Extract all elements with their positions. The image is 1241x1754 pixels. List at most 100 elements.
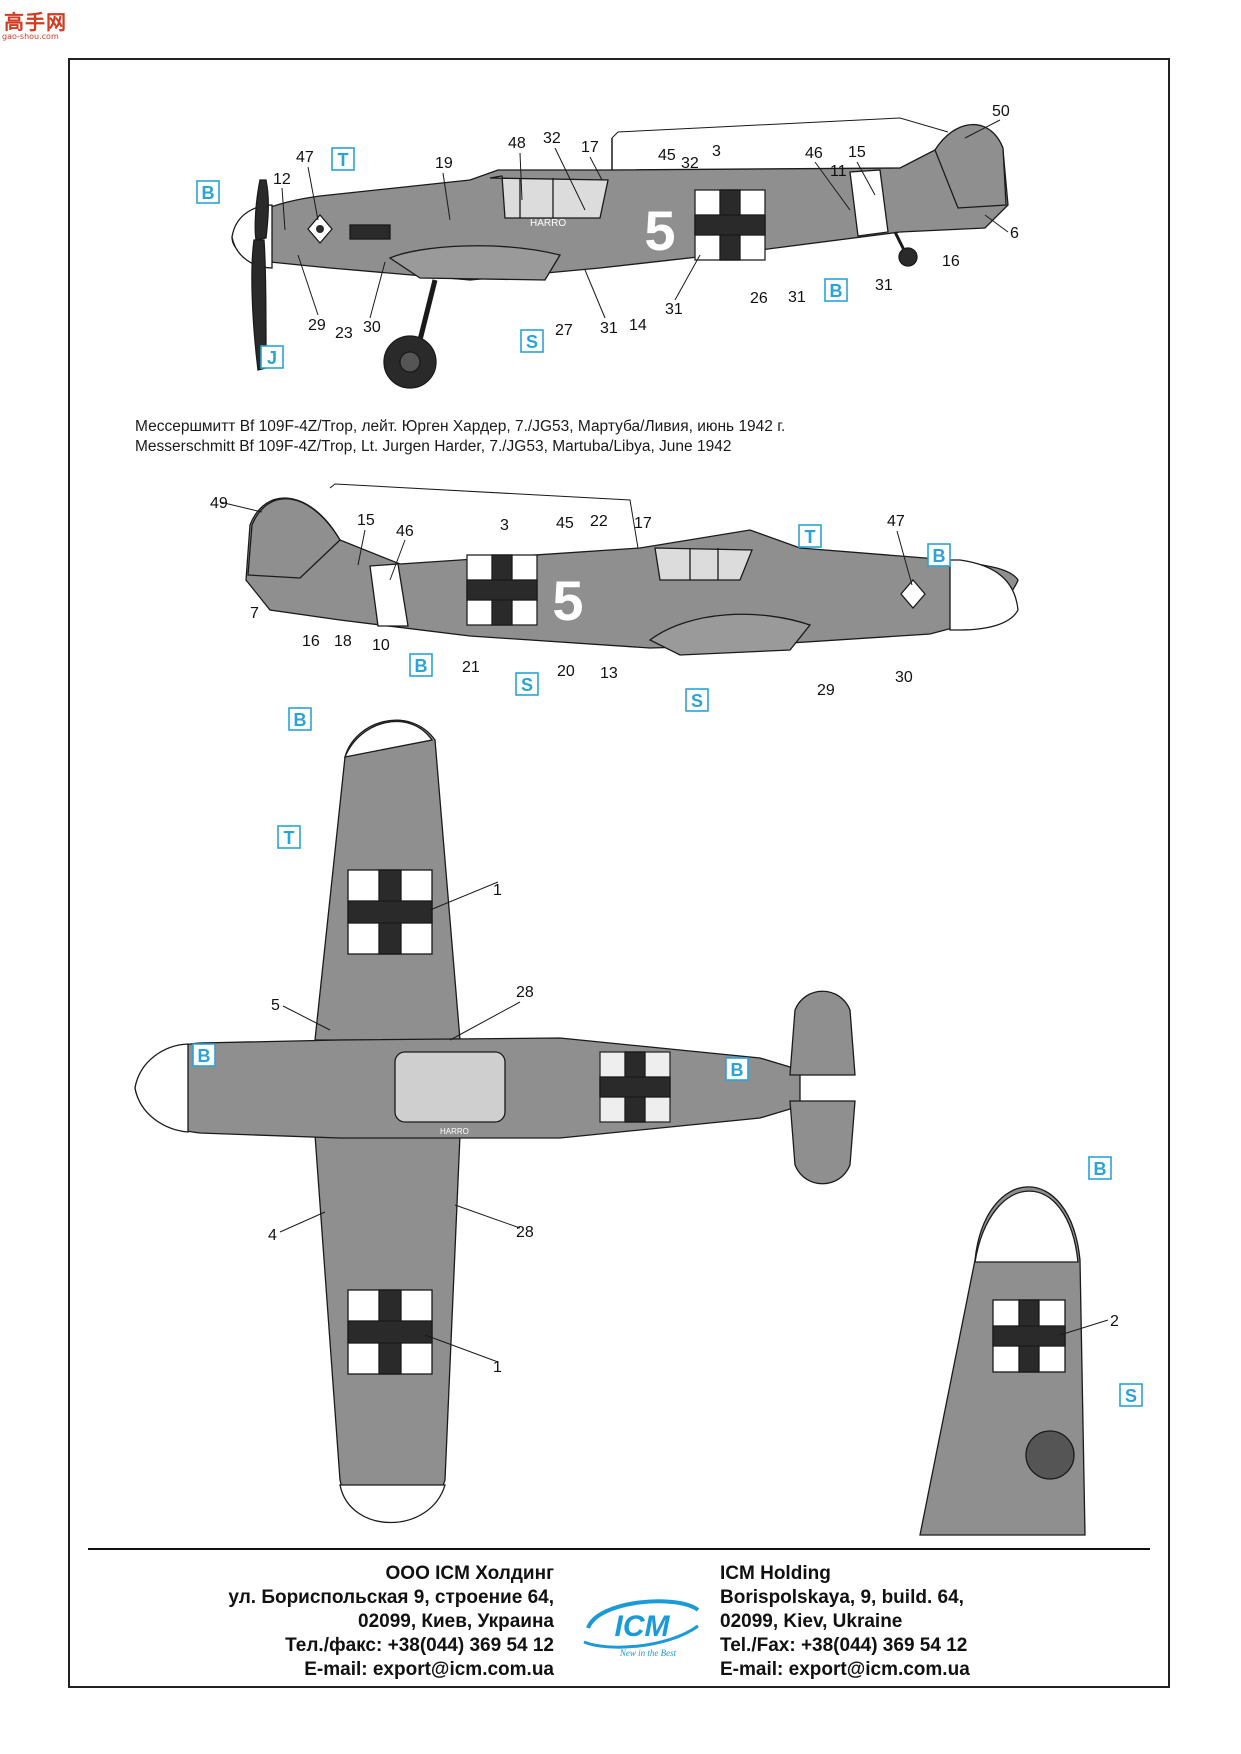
callout-17b: 17 xyxy=(634,515,652,532)
address-ru-line-2: ул. Бориспольская 9, строение 64, xyxy=(228,1587,554,1608)
callout-letter-T1: T xyxy=(338,150,349,170)
callout-box-B1: B xyxy=(196,180,220,204)
callout-box-T3: T xyxy=(277,825,301,849)
callout-28b: 28 xyxy=(516,1224,534,1241)
watermark-logo: 高手网 gao-shou.com xyxy=(2,2,72,41)
callout-11: 11 xyxy=(830,163,847,180)
callout-16b: 16 xyxy=(302,633,320,650)
address-ru-line-5: E-mail: export@icm.com.ua xyxy=(304,1659,554,1680)
side-view-top: 5 HARRO xyxy=(231,117,1009,389)
callout-letter-B7: B xyxy=(731,1060,744,1080)
callout-49: 49 xyxy=(210,495,228,512)
callout-box-S1: S xyxy=(520,329,544,353)
callout-15: 15 xyxy=(848,144,866,161)
callout-50: 50 xyxy=(992,103,1010,120)
callout-box-B3: B xyxy=(927,543,951,567)
callout-letter-J1: J xyxy=(267,348,277,368)
callout-letter-B1: B xyxy=(202,183,215,203)
callout-letter-S4: S xyxy=(1125,1386,1137,1406)
callout-47: 47 xyxy=(296,149,314,166)
address-en-line-1: ICM Holding xyxy=(720,1563,831,1584)
callout-27: 27 xyxy=(555,322,573,339)
address-en-line-3: 02099, Kiev, Ukraine xyxy=(720,1611,903,1632)
callout-28a: 28 xyxy=(516,984,534,1001)
leader-lines xyxy=(219,119,1109,1363)
callout-letter-S2: S xyxy=(521,675,533,695)
callout-numbers: 50 47 48 32 17 45 32 3 46 15 11 12 19 6 … xyxy=(210,103,1119,1376)
callout-letter-B8: B xyxy=(1094,1159,1107,1179)
callout-letter-S3: S xyxy=(691,691,703,711)
callout-31d: 31 xyxy=(788,289,806,306)
callout-letter-T2: T xyxy=(805,527,816,547)
callout-29: 29 xyxy=(308,317,326,334)
callout-19: 19 xyxy=(435,155,453,172)
callout-box-B8: B xyxy=(1088,1156,1112,1180)
callout-30: 30 xyxy=(363,319,381,336)
callout-10: 10 xyxy=(372,637,390,654)
fuselage-code-top: 5 xyxy=(644,199,675,262)
callout-13: 13 xyxy=(600,665,618,682)
callout-14: 14 xyxy=(629,317,647,334)
callout-letter-B2: B xyxy=(830,281,843,301)
callout-48: 48 xyxy=(508,135,526,152)
callout-6: 6 xyxy=(1010,225,1019,242)
callout-32: 32 xyxy=(543,130,561,147)
watermark-text: 高手网 xyxy=(4,10,67,34)
callout-letter-S1: S xyxy=(526,332,538,352)
callout-3b: 3 xyxy=(500,517,509,534)
callout-box-T1: T xyxy=(331,147,355,171)
callout-12: 12 xyxy=(273,171,291,188)
callout-box-B6: B xyxy=(192,1043,216,1067)
side-view-bottom: 5 xyxy=(245,483,1019,656)
callout-box-B7: B xyxy=(725,1057,749,1081)
callout-46b: 46 xyxy=(396,523,414,540)
callout-7: 7 xyxy=(250,605,259,622)
callout-26: 26 xyxy=(750,290,768,307)
callout-box-B4: B xyxy=(409,653,433,677)
address-russian: ООО ICM Холдинг ул. Бориспольская 9, стр… xyxy=(228,1562,554,1682)
callout-31b: 31 xyxy=(600,320,618,337)
callout-29b: 29 xyxy=(817,682,835,699)
callout-16: 16 xyxy=(942,253,960,270)
name-text-plan: HARRO xyxy=(440,1127,469,1136)
callout-45b: 45 xyxy=(556,515,574,532)
callout-box-S3: S xyxy=(685,688,709,712)
callout-31c: 31 xyxy=(665,301,683,318)
callout-15b: 15 xyxy=(357,512,375,529)
callout-47b: 47 xyxy=(887,513,905,530)
callout-2: 2 xyxy=(1110,1313,1119,1330)
footer-divider xyxy=(88,1548,1150,1550)
address-ru-line-4: Тел./факс: +38(044) 369 54 12 xyxy=(285,1635,554,1656)
callout-4: 4 xyxy=(268,1227,277,1244)
address-en-line-4: Tel./Fax: +38(044) 369 54 12 xyxy=(720,1635,968,1656)
drawing-frame xyxy=(68,58,1170,1688)
callout-5: 5 xyxy=(271,997,280,1014)
caption-english: Messerschmitt Bf 109F-4Z/Trop, Lt. Jurge… xyxy=(135,438,732,455)
name-text-top: HARRO xyxy=(530,218,566,229)
callout-box-J1: J xyxy=(260,345,284,369)
logo-text: ICM xyxy=(615,1610,671,1643)
callout-20: 20 xyxy=(557,663,575,680)
paint-callouts: B T S J B T B B S S B T B B B S xyxy=(192,147,1143,1407)
callout-31a: 31 xyxy=(875,277,893,294)
address-english: ICM Holding Borispolskaya, 9, build. 64,… xyxy=(720,1562,970,1682)
callout-22: 22 xyxy=(590,513,608,530)
callout-21: 21 xyxy=(462,659,480,676)
callout-30b: 30 xyxy=(895,669,913,686)
callout-box-B2: B xyxy=(824,278,848,302)
callout-box-T2: T xyxy=(798,524,822,548)
callout-box-S4: S xyxy=(1119,1383,1143,1407)
callout-letter-B4: B xyxy=(415,656,428,676)
callout-32b: 32 xyxy=(681,155,699,172)
icm-logo: ICM New in the Best xyxy=(583,1599,700,1658)
callout-18: 18 xyxy=(334,633,352,650)
caption-russian: Мессершмитт Bf 109F-4Z/Trop, лейт. Юрген… xyxy=(135,418,786,435)
address-ru-line-1: ООО ICM Холдинг xyxy=(385,1563,554,1584)
address-ru-line-3: 02099, Киев, Украина xyxy=(358,1611,554,1632)
callout-45: 45 xyxy=(658,147,676,164)
callout-letter-T3: T xyxy=(284,828,295,848)
callout-letter-B3: B xyxy=(933,546,946,566)
callout-box-S2: S xyxy=(515,672,539,696)
callout-23: 23 xyxy=(335,325,353,342)
